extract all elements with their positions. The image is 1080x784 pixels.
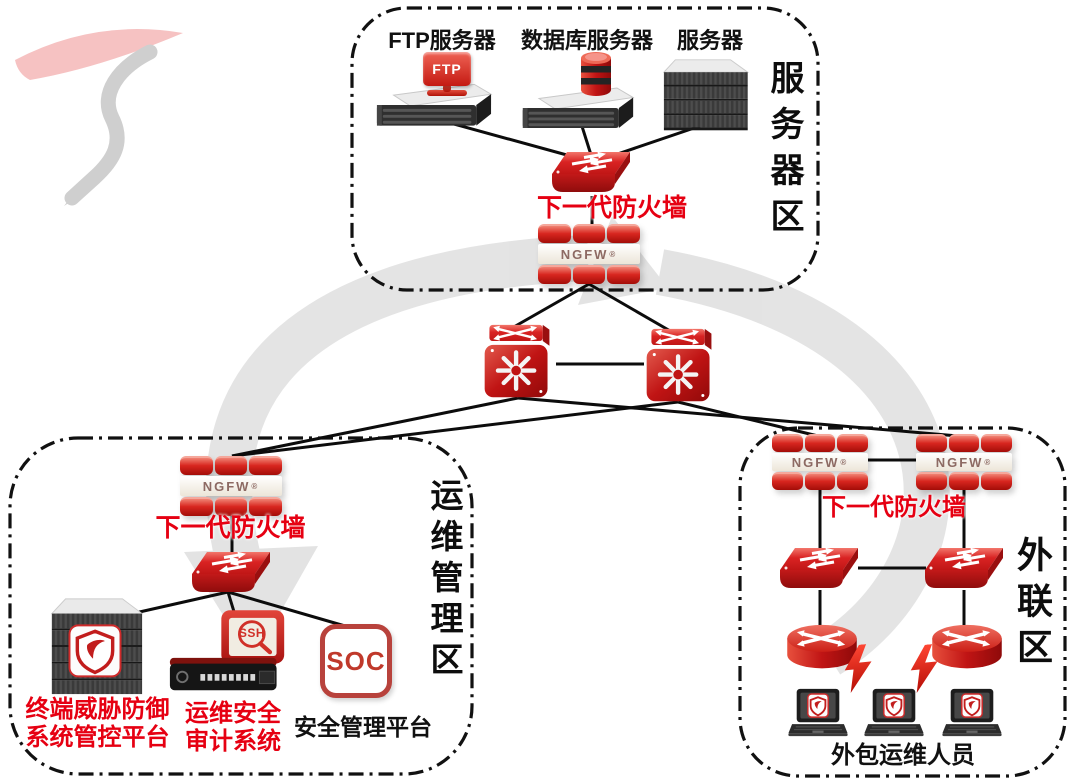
external-switch-left-icon <box>778 544 862 594</box>
watermark-gray-stroke <box>64 44 158 206</box>
ngfw-device-external-left: NGFW® <box>772 434 869 490</box>
core-switch-right-icon <box>642 326 718 406</box>
ngfw-band: NGFW® <box>772 453 868 471</box>
ngfw-device-ops-zone: NGFW® <box>180 456 283 516</box>
ngfw-device-external-right: NGFW® <box>916 434 1013 490</box>
ftp-pole <box>443 84 451 92</box>
ops-zone-title: 运维管理区 <box>426 478 463 683</box>
server-stack-icon <box>652 56 752 136</box>
laptop-icon-1 <box>788 688 848 738</box>
db-server-label: 数据库服务器 <box>520 28 653 53</box>
ftp-stand <box>427 90 467 96</box>
ngfw-top-row <box>180 456 283 475</box>
outsourced-staff-label: 外包运维人员 <box>831 742 975 769</box>
ngfw-text: NGFW <box>202 478 251 494</box>
server-zone-title: 服务器区 <box>765 60 803 244</box>
soc-platform-label: 安全管理平台 <box>294 714 432 740</box>
server-label: 服务器 <box>676 28 743 53</box>
ftp-badge: FTP <box>432 61 462 77</box>
external-zone-firewall-label: 下一代防火墙 <box>822 494 966 521</box>
ngfw-device-server-zone: NGFW® <box>538 224 641 284</box>
core-switch-left-icon <box>480 322 556 402</box>
ngfw-bottom-row <box>916 472 1013 490</box>
threat-defense-label-line1: 终端威胁防御 <box>25 696 170 723</box>
watermark-pink-stroke <box>15 29 183 80</box>
ngfw-reg-mark: ® <box>609 249 618 259</box>
ftp-server-label: FTP服务器 <box>388 28 496 53</box>
lightning-icon-right <box>906 643 943 694</box>
router-right-icon <box>929 622 1005 678</box>
audit-appliance-icon <box>168 608 288 702</box>
audit-system-label-line1: 运维安全 <box>185 700 281 727</box>
ngfw-top-row <box>538 224 641 243</box>
server-zone-switch-icon <box>550 148 634 198</box>
ops-zone-firewall-label: 下一代防火墙 <box>155 514 306 542</box>
ngfw-band: NGFW® <box>916 453 1012 471</box>
brand-watermark <box>15 29 183 206</box>
ngfw-reg-mark: ® <box>840 457 849 467</box>
audit-system-label: 运维安全 审计系统 <box>178 700 288 757</box>
ngfw-reg-mark: ® <box>251 481 260 491</box>
server-zone-firewall-label: 下一代防火墙 <box>536 194 687 222</box>
ngfw-bottom-row <box>772 472 869 490</box>
ngfw-band: NGFW® <box>180 476 282 496</box>
ngfw-top-row <box>916 434 1013 452</box>
external-switch-right-icon <box>923 544 1007 594</box>
threat-defense-server-icon <box>40 594 150 698</box>
ngfw-reg-mark: ® <box>984 457 993 467</box>
ssh-text: SSH <box>238 626 266 640</box>
audit-system-label-line2: 审计系统 <box>185 728 281 756</box>
ngfw-text: NGFW <box>935 454 984 470</box>
database-cylinder-icon <box>576 50 616 100</box>
soc-text: SOC <box>326 645 386 676</box>
ngfw-top-row <box>772 434 869 452</box>
threat-defense-label: 终端威胁防御 系统管控平台 <box>20 696 175 753</box>
threat-defense-label-line2: 系统管控平台 <box>25 724 170 752</box>
ngfw-text: NGFW <box>791 454 840 470</box>
ngfw-band: NGFW® <box>538 244 640 264</box>
soc-icon: SOC <box>320 624 392 698</box>
ftp-folder-icon: FTP <box>423 52 471 86</box>
external-zone-title: 外联区 <box>1012 536 1053 674</box>
laptop-icon-3 <box>942 688 1002 738</box>
laptop-icon-2 <box>864 688 924 738</box>
ngfw-bottom-row <box>538 265 641 284</box>
ngfw-bottom-row <box>180 497 283 516</box>
ftp-server-icon <box>372 82 494 128</box>
ops-zone-switch-icon <box>190 548 274 598</box>
lightning-icon-left <box>840 643 877 694</box>
ngfw-text: NGFW <box>560 246 609 262</box>
